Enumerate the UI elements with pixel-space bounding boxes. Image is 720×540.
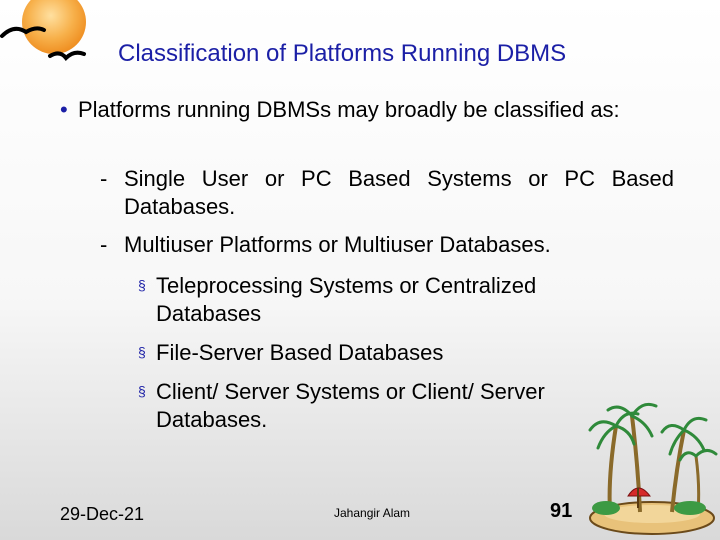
footer-author: Jahangir Alam [334, 506, 411, 520]
bullet-dash-icon: - [100, 166, 108, 191]
slide-title: Classification of Platforms Running DBMS [118, 40, 567, 67]
bullet-dash-icon: - [100, 232, 108, 257]
bullet-level3: § File-Server Based Databases [138, 338, 606, 367]
bullet-square-icon: § [138, 344, 146, 360]
bullet-level3: § Teleprocessing Systems or Centralized D… [138, 271, 606, 328]
page-number: 91 [550, 500, 573, 522]
bullet-text: File-Server Based Databases [156, 340, 444, 365]
bullet-text: Platforms running DBMSs may broadly be c… [78, 97, 620, 122]
bullet-level1: • Platforms running DBMSs may broadly be … [60, 96, 668, 124]
bullet-text: Teleprocessing Systems or Centralized Da… [156, 273, 537, 326]
bullet-level3: § Client/ Server Systems or Client/ Serve… [138, 377, 606, 434]
bullet-dot-icon: • [60, 97, 68, 122]
bullet-text: Client/ Server Systems or Client/ Server… [156, 379, 545, 432]
bullet-level2: -Single User or PC Based Systems or PC B… [100, 165, 674, 221]
bullet-square-icon: § [138, 277, 146, 293]
bullet-text: Multiuser Platforms or Multiuser Databas… [124, 232, 551, 257]
bullet-square-icon: § [138, 383, 146, 399]
palm-island-icon [588, 402, 718, 535]
sun-with-birds-icon [0, 0, 86, 62]
bullet-text: Single User or PC Based Systems or PC Ba… [124, 166, 674, 219]
footer-date: 29-Dec-21 [60, 504, 145, 524]
bullet-level2: -Multiuser Platforms or Multiuser Databa… [100, 231, 674, 259]
